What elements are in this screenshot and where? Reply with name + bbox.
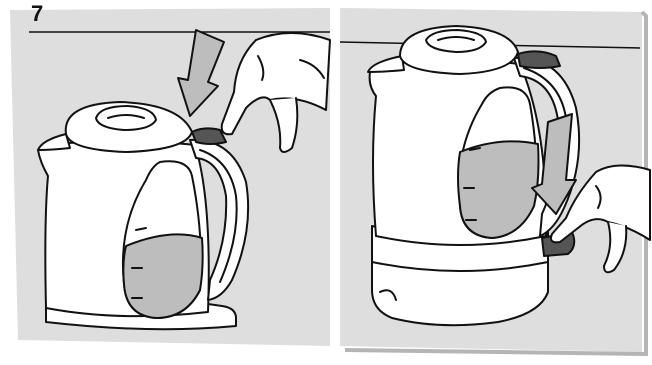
step-number: 7 [31,3,43,25]
